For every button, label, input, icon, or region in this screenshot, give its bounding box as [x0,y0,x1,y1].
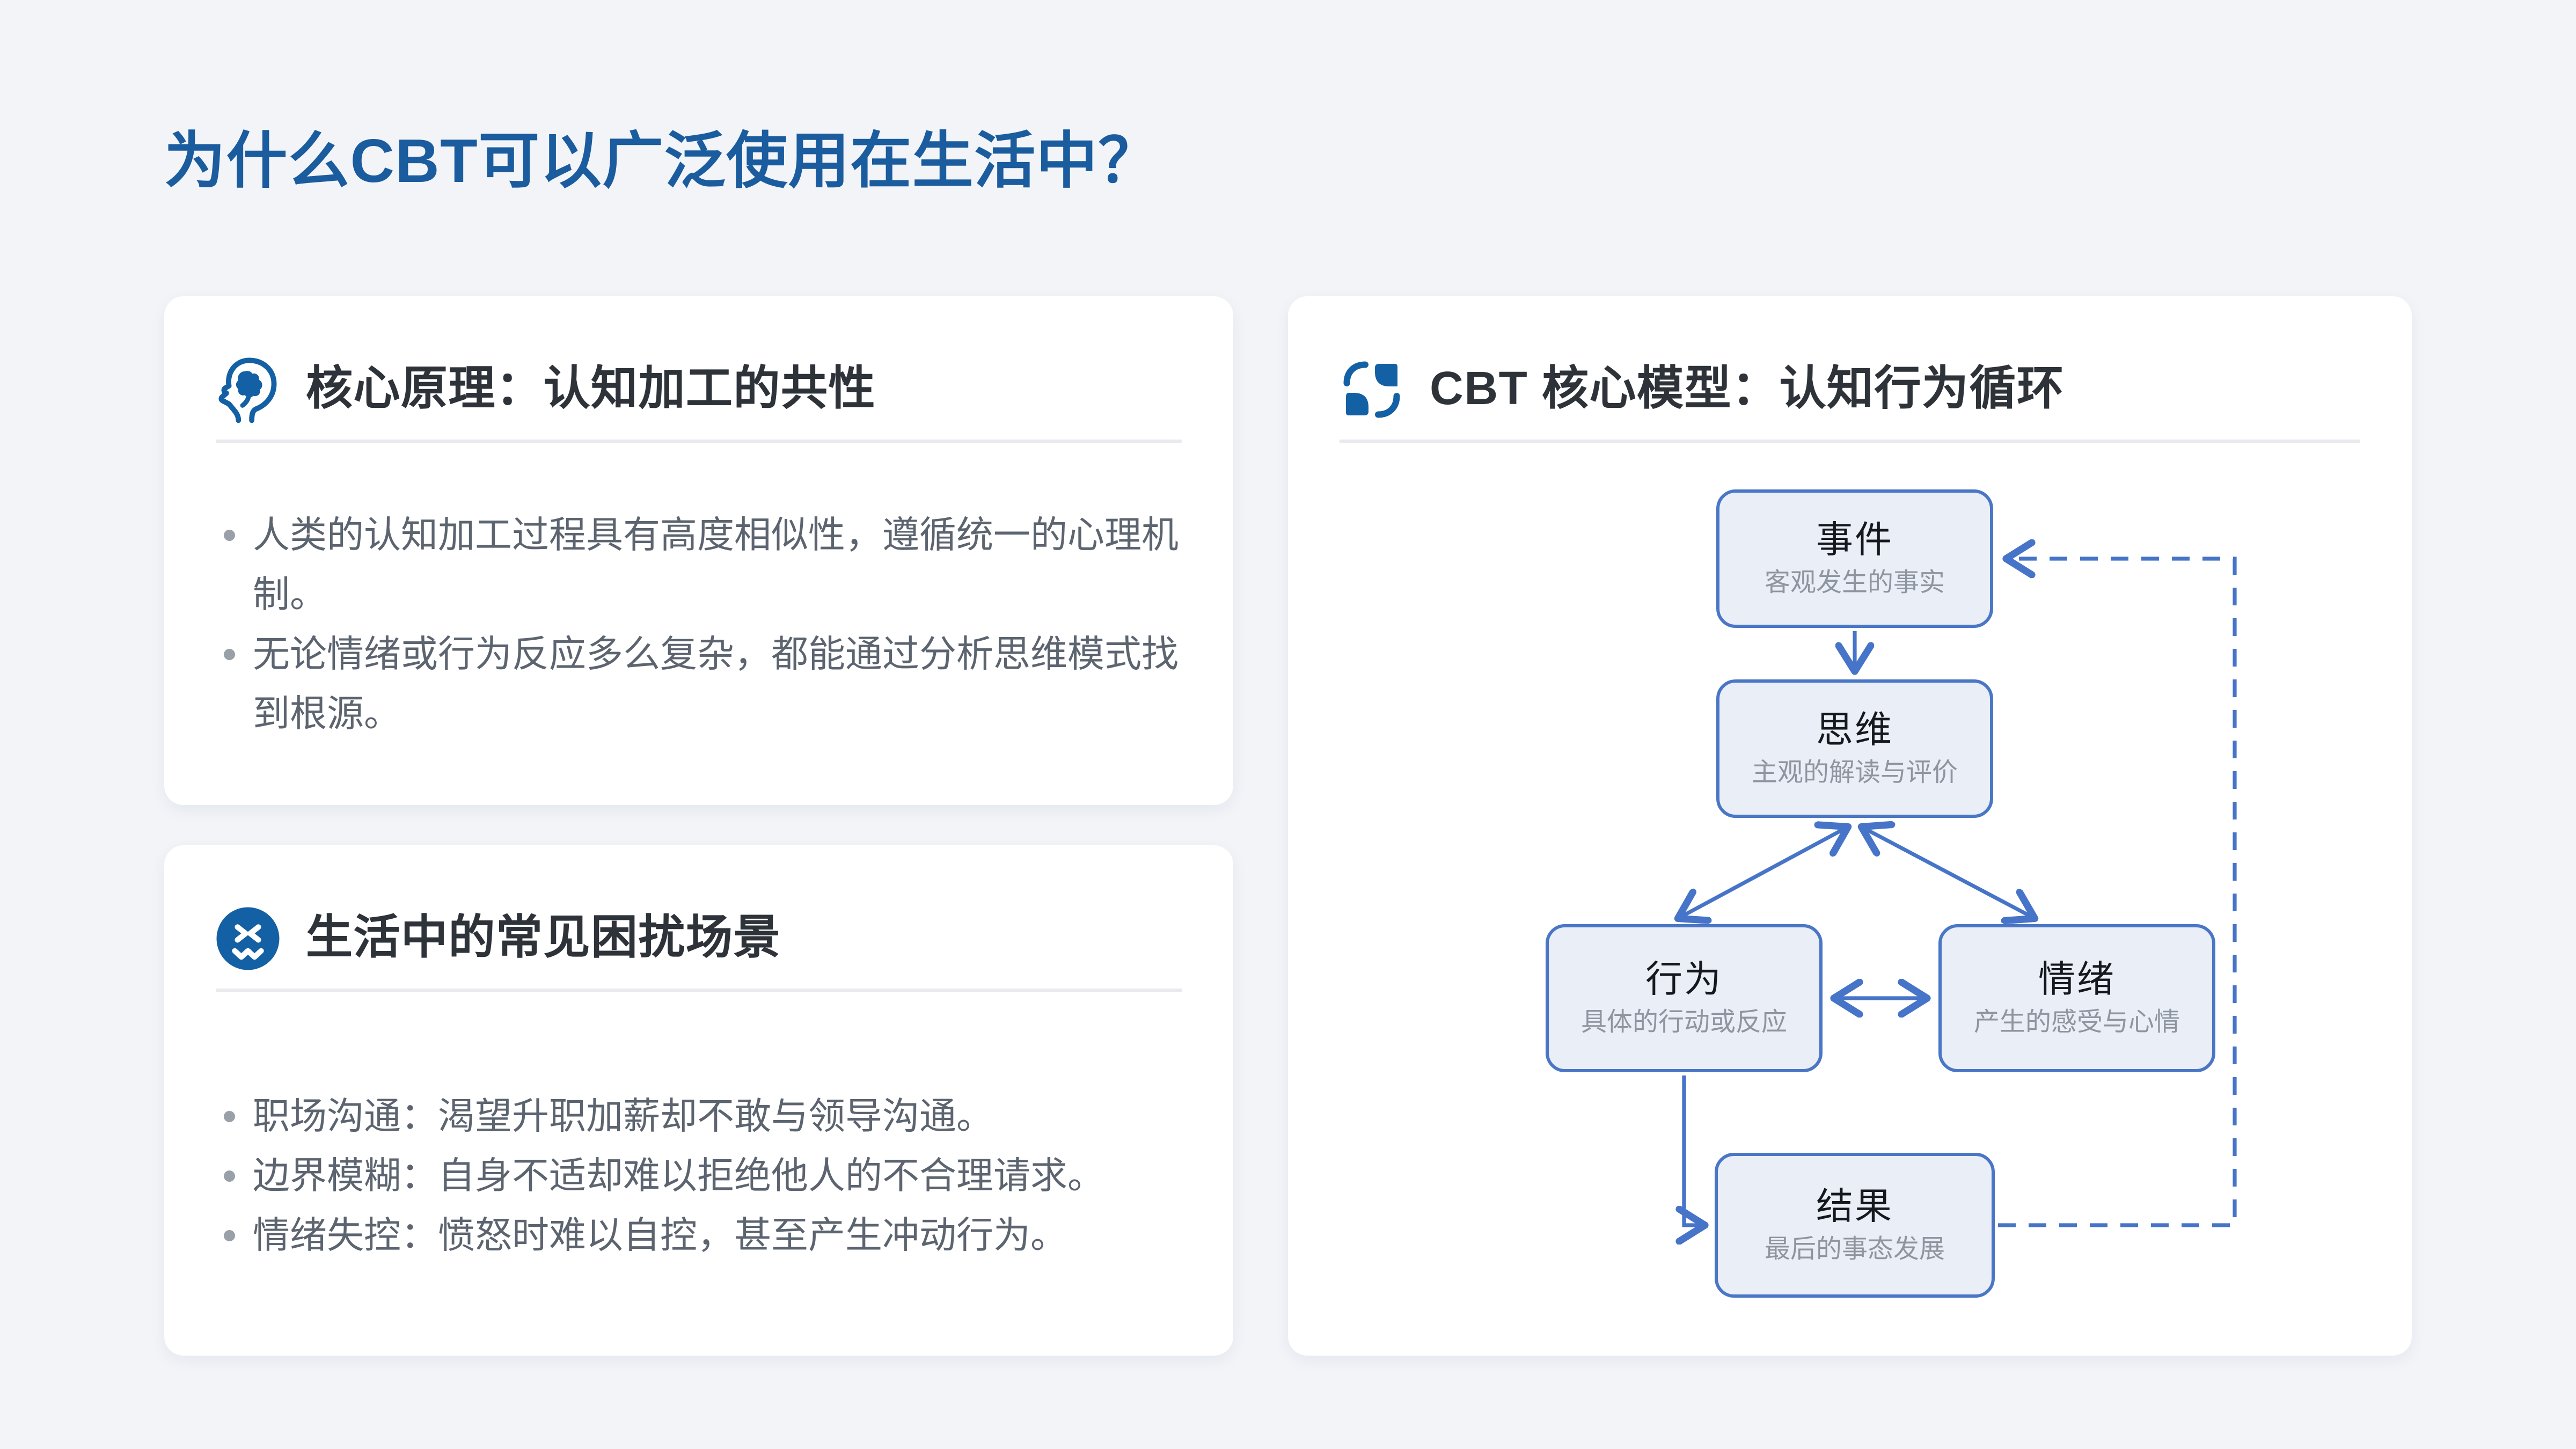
card-header: CBT 核心模型：认知行为循环 [1340,357,2360,422]
bullet-text: 职场沟通：渴望升职加薪却不敢与领导沟通。 [253,1095,993,1137]
head-brain-icon [216,354,280,425]
node-desc: 产生的感受与心情 [1973,1009,2180,1037]
arrow-thought-behavior [1679,828,1847,918]
arrow-result-to-event-feedback [1998,559,2237,1227]
node-thought: 思维 主观的解读与评价 [1716,679,1993,818]
node-label: 思维 [1816,708,1893,750]
card-header: 核心原理：认知加工的共性 [216,354,1182,425]
node-emotion: 情绪 产生的感受与心情 [1938,924,2215,1072]
card-header: 生活中的常见困扰场景 [216,906,1182,971]
card-core-principle: 核心原理：认知加工的共性 人类的认知加工过程具有高度相似性，遵循统一的心理机制。… [164,296,1233,805]
list-item: 职场沟通：渴望升职加薪却不敢与领导沟通。 [216,1087,1182,1146]
diagram-arrows [1288,296,2237,1356]
node-result: 结果 最后的事态发展 [1715,1153,1995,1298]
arrow-behavior-to-result [1684,1075,1703,1225]
list-item: 情绪失控：愤怒时难以自控，甚至产生冲动行为。 [216,1206,1182,1265]
node-label: 行为 [1645,958,1723,1000]
cbt-cycle-diagram: 事件 客观发生的事实 思维 主观的解读与评价 行为 具体的行动或反应 情绪 产生… [1288,296,2412,1356]
node-desc: 主观的解读与评价 [1751,760,1958,787]
confounded-face-icon [216,903,280,974]
page-title: 为什么CBT可以广泛使用在生活中？ [164,129,1160,196]
bullet-list: 人类的认知加工过程具有高度相似性，遵循统一的心理机制。 无论情绪或行为反应多么复… [216,506,1182,744]
list-item: 边界模糊：自身不适却难以拒绝他人的不合理请求。 [216,1146,1182,1206]
card-title: CBT 核心模型：认知行为循环 [1430,364,2065,415]
list-item: 人类的认知加工过程具有高度相似性，遵循统一的心理机制。 [216,506,1182,625]
card-title: 核心原理：认知加工的共性 [306,364,876,415]
bullet-text: 人类的认知加工过程具有高度相似性，遵循统一的心理机制。 [253,514,1179,615]
card-title: 生活中的常见困扰场景 [306,913,781,964]
bullet-text: 无论情绪或行为反应多么复杂，都能通过分析思维模式找到根源。 [253,633,1179,734]
node-desc: 最后的事态发展 [1764,1236,1945,1264]
node-label: 结果 [1816,1185,1893,1227]
divider [216,440,1182,443]
node-label: 事件 [1816,518,1893,560]
node-desc: 客观发生的事实 [1764,570,1945,597]
divider [216,989,1182,992]
node-behavior: 行为 具体的行动或反应 [1546,924,1823,1072]
cycle-quadrant-icon [1340,354,1404,425]
list-item: 无论情绪或行为反应多么复杂，都能通过分析思维模式找到根源。 [216,625,1182,744]
node-label: 情绪 [2038,958,2116,1000]
bullet-list: 职场沟通：渴望升职加薪却不敢与领导沟通。 边界模糊：自身不适却难以拒绝他人的不合… [216,1087,1182,1265]
card-scenarios: 生活中的常见困扰场景 职场沟通：渴望升职加薪却不敢与领导沟通。 边界模糊：自身不… [164,845,1233,1356]
arrow-thought-emotion [1863,828,2033,918]
bullet-text: 边界模糊：自身不适却难以拒绝他人的不合理请求。 [253,1154,1104,1196]
card-cbt-model: CBT 核心模型：认知行为循环 事件 客观发生的事实 [1288,296,2412,1356]
node-desc: 具体的行动或反应 [1580,1009,1787,1037]
node-event: 事件 客观发生的事实 [1716,489,1993,628]
bullet-text: 情绪失控：愤怒时难以自控，甚至产生冲动行为。 [253,1214,1067,1256]
divider [1340,440,2360,443]
